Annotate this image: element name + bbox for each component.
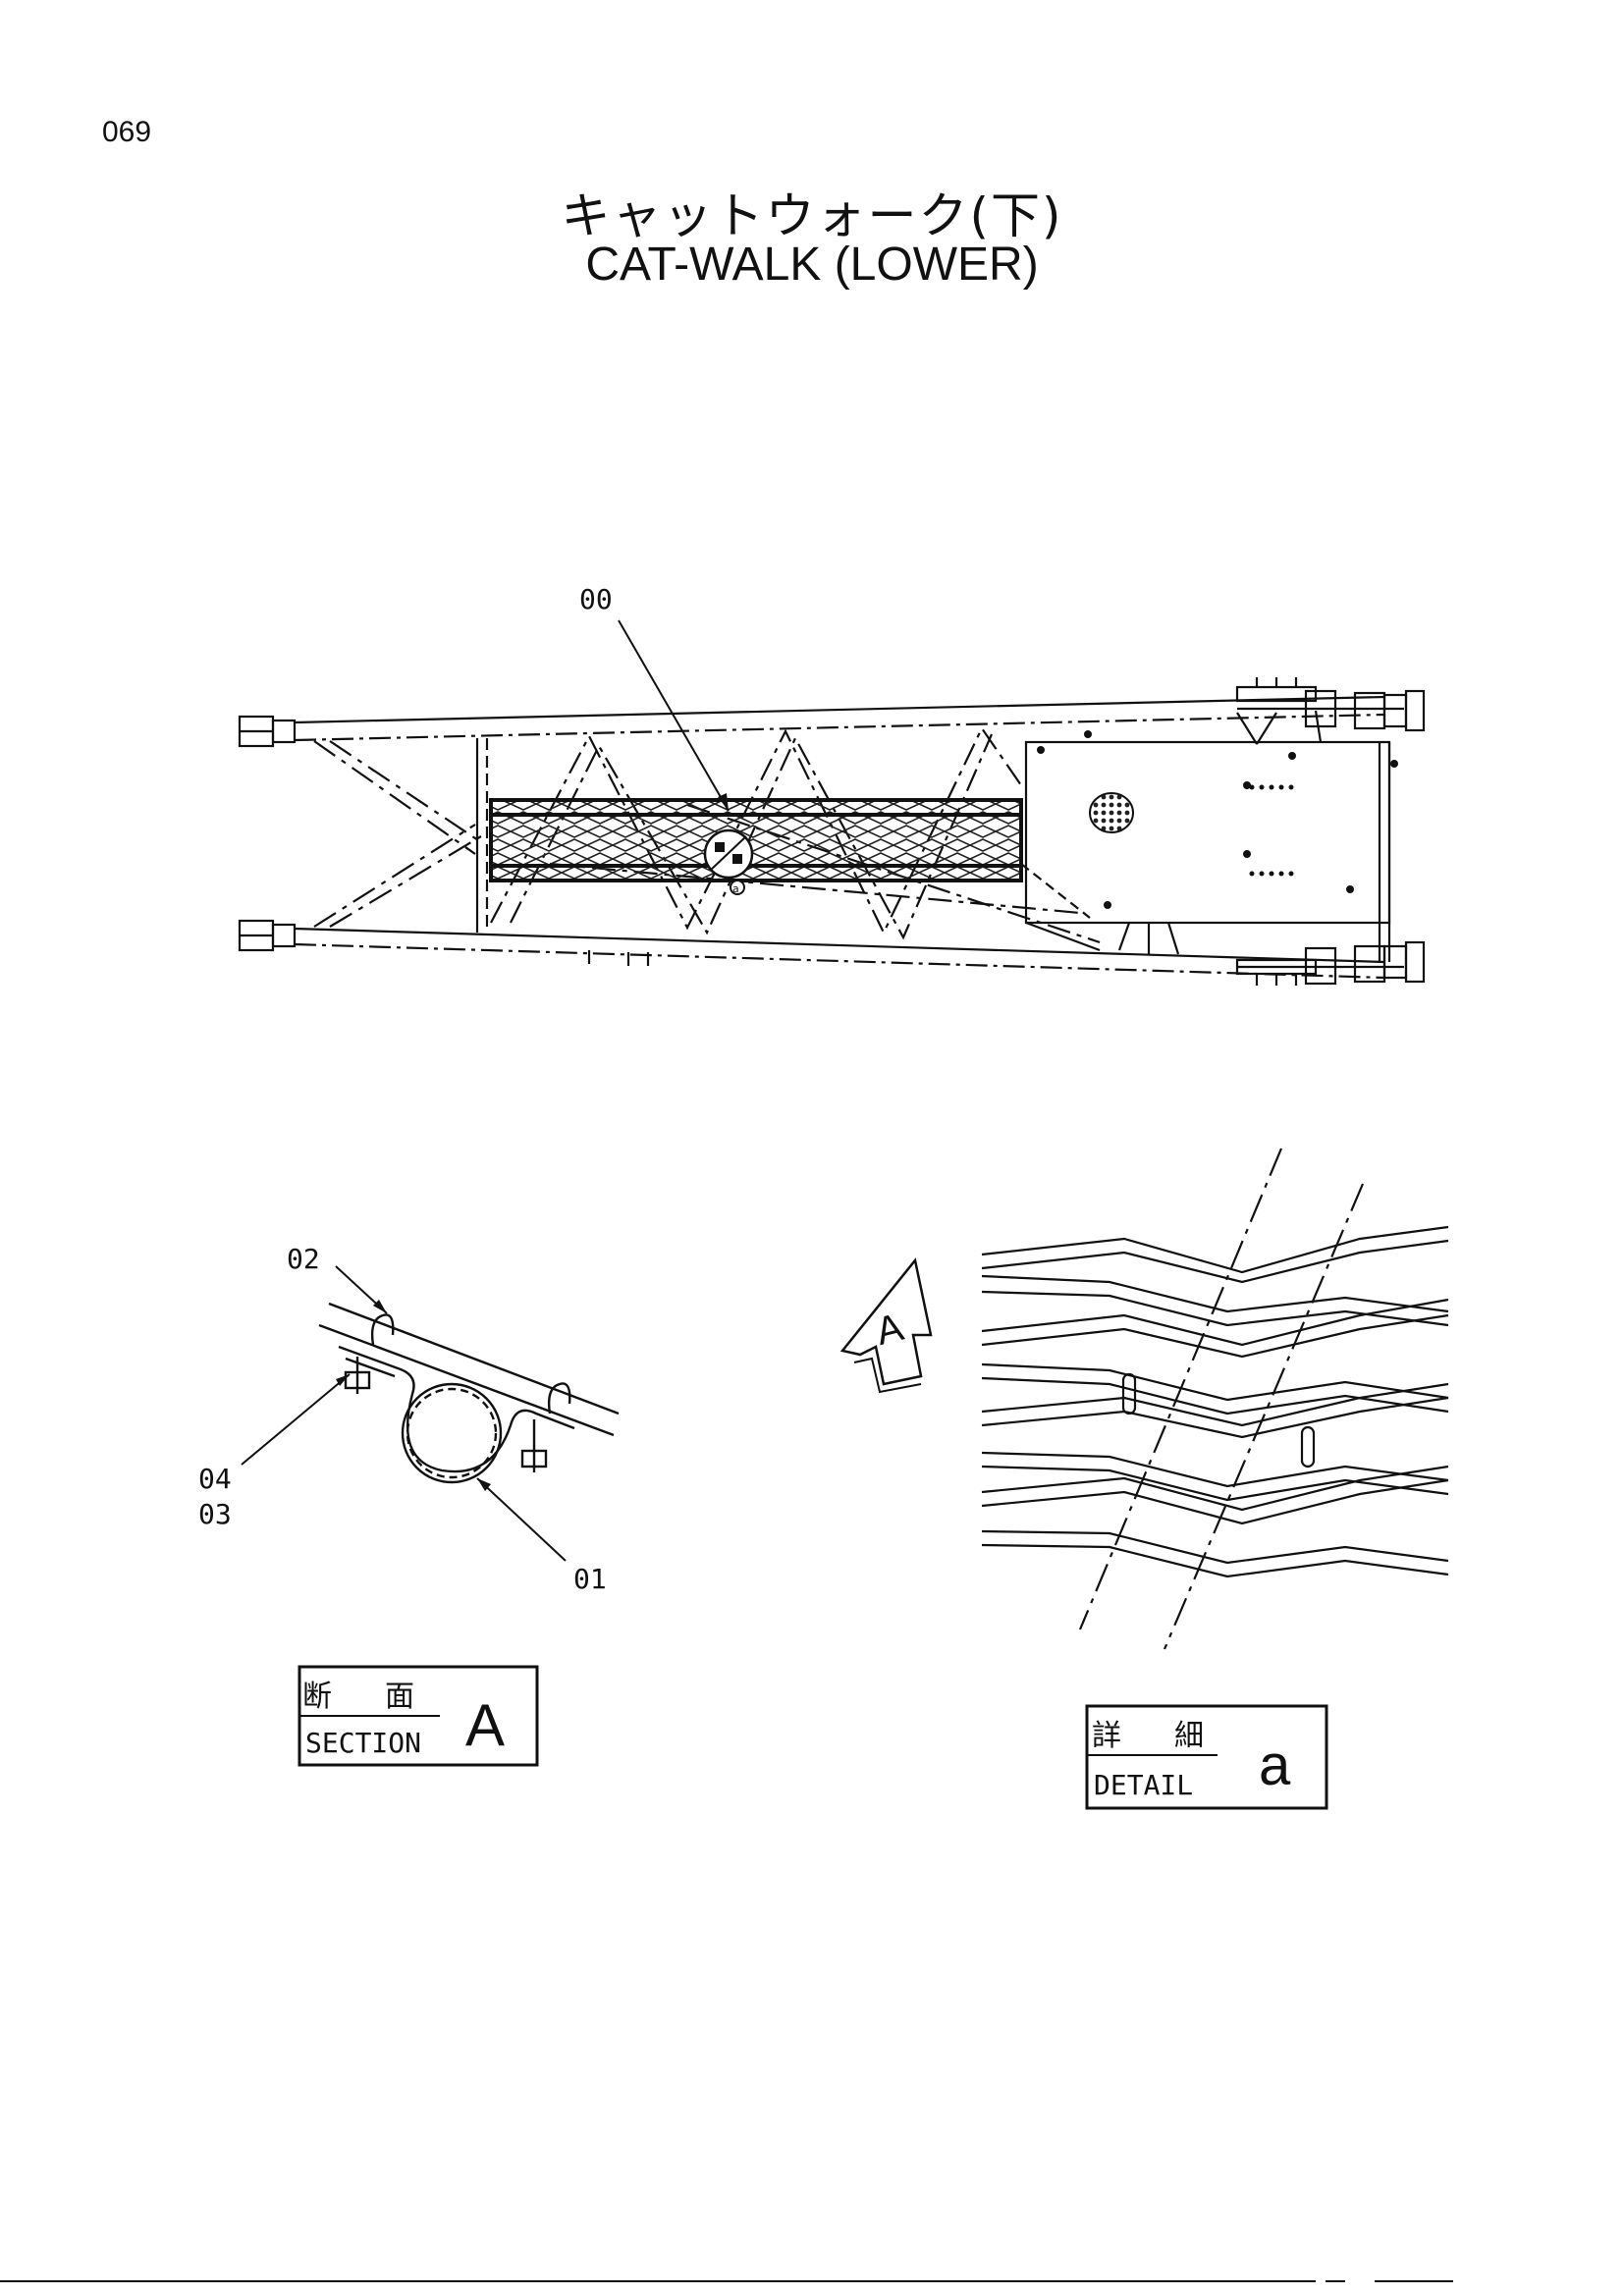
section-label-box: 断 面 SECTION A: [298, 1665, 539, 1767]
part-label-02: 02: [287, 1243, 320, 1275]
part-label-03: 03: [198, 1498, 232, 1530]
detail-caption: DETAIL: [1094, 1769, 1193, 1801]
section-letter: A: [465, 1692, 505, 1758]
title-japanese: キャットウォーク(下): [561, 187, 1063, 244]
part-label-01: 01: [573, 1563, 607, 1595]
leader-01: [476, 1477, 567, 1562]
detail-a-drawing: [981, 1148, 1449, 1650]
detail-marker-letter: a: [732, 882, 739, 895]
detail-kanji-2: 細: [1174, 1719, 1204, 1753]
part-label-00: 00: [579, 583, 613, 615]
part-label-04: 04: [198, 1463, 232, 1495]
detail-label-box: 詳 細 DETAIL a: [1085, 1704, 1328, 1810]
view-arrow-a: A: [839, 1257, 933, 1394]
detail-letter: a: [1259, 1734, 1291, 1797]
section-caption: SECTION: [305, 1727, 421, 1759]
page-number: 069: [102, 116, 152, 148]
title-english: CAT-WALK (LOWER): [585, 239, 1039, 291]
detail-kanji-1: 詳: [1092, 1719, 1121, 1753]
plate-bolts: [1037, 730, 1398, 909]
leader-00: [618, 619, 730, 812]
leader-04-03: [241, 1373, 351, 1466]
section-kanji-2: 面: [385, 1680, 414, 1714]
section-kanji-1: 断: [302, 1680, 332, 1714]
plate-mesh-hole: [1089, 792, 1134, 833]
cat-walk-grating: a: [489, 798, 1023, 895]
section-a-drawing: [318, 1302, 620, 1484]
